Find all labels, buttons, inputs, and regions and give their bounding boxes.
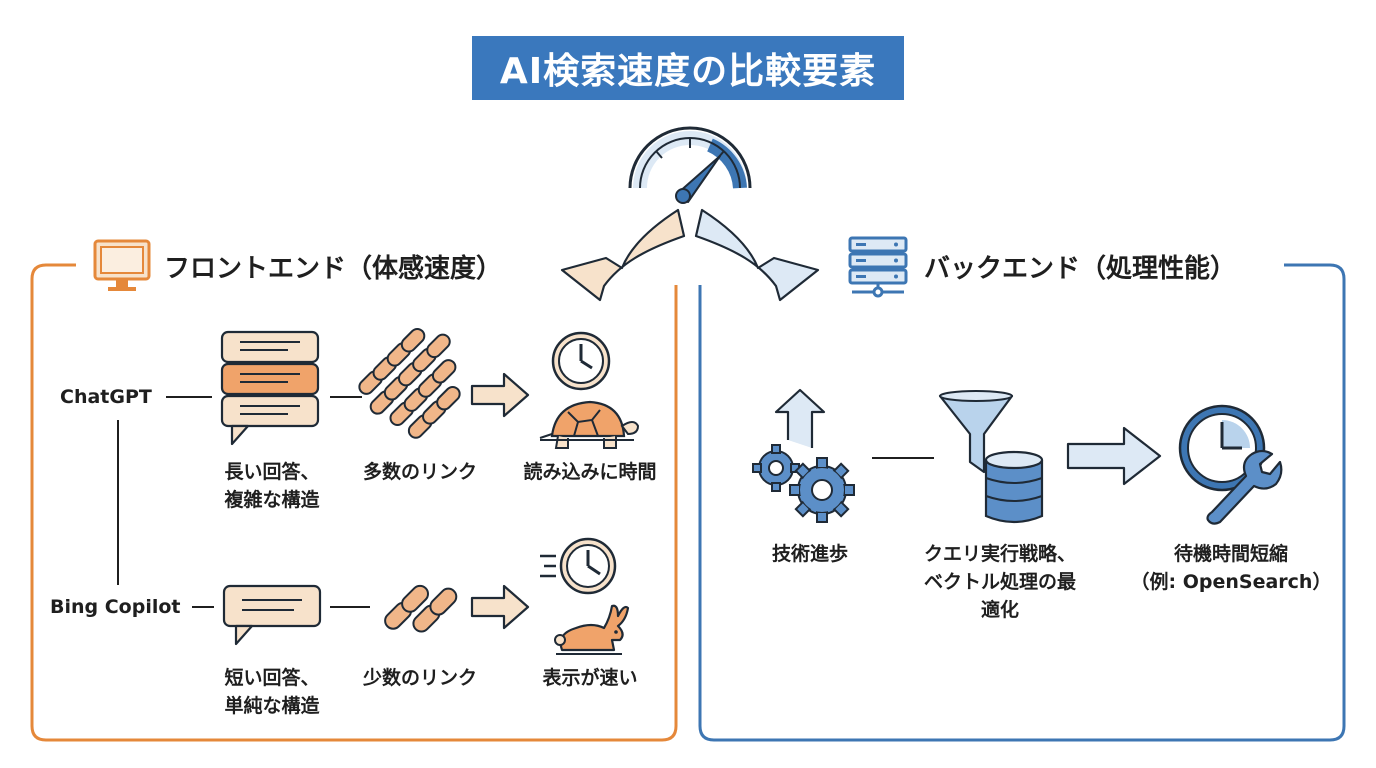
fast-clock-icon bbox=[540, 537, 617, 595]
funnel-database-icon bbox=[938, 390, 1044, 524]
step-line3: 適化 bbox=[980, 599, 1019, 621]
result-description-bing: 表示が速い bbox=[542, 667, 638, 689]
chat-bubbles-large-icon bbox=[220, 330, 320, 446]
clock-icon bbox=[551, 331, 611, 391]
chat-bubble-small-icon bbox=[222, 584, 322, 646]
step-line2: （例: OpenSearch） bbox=[1130, 571, 1332, 593]
many-links-icon bbox=[358, 327, 461, 439]
monitor-icon bbox=[93, 239, 151, 291]
speedometer-icon bbox=[560, 126, 820, 302]
backend-heading: バックエンド（処理性能） bbox=[924, 254, 1237, 284]
answer-line2: 単純な構造 bbox=[224, 695, 320, 717]
few-links-icon bbox=[384, 584, 458, 633]
turtle-icon bbox=[539, 400, 640, 449]
step-line1: クエリ実行戦略、 bbox=[923, 543, 1076, 565]
gears-icon bbox=[752, 388, 855, 523]
links-description-chatgpt: 多数のリンク bbox=[362, 461, 477, 483]
answer-line1: 短い回答、 bbox=[224, 667, 320, 689]
clock-wrench-icon bbox=[1178, 404, 1283, 525]
answer-description-bing: 短い回答、 単純な構造 bbox=[212, 664, 332, 720]
page-title: AI検索速度の比較要素 bbox=[472, 36, 904, 100]
server-icon bbox=[848, 236, 908, 298]
step-line1: 待機時間短縮 bbox=[1173, 543, 1288, 565]
service-bing-copilot: Bing Copilot bbox=[50, 596, 181, 618]
backend-step-query: クエリ実行戦略、 ベクトル処理の最 適化 bbox=[900, 540, 1100, 624]
frontend-heading: フロントエンド（体感速度） bbox=[164, 254, 503, 284]
arrow-right-icon-2 bbox=[470, 584, 530, 630]
answer-description-chatgpt: 長い回答、 複雑な構造 bbox=[212, 458, 332, 514]
backend-step-tech: 技術進歩 bbox=[771, 543, 848, 565]
backend-step-latency: 待機時間短縮 （例: OpenSearch） bbox=[1128, 540, 1334, 596]
result-description-chatgpt: 読み込みに時間 bbox=[523, 461, 657, 483]
links-description-bing: 少数のリンク bbox=[362, 667, 477, 689]
step-line2: ベクトル処理の最 bbox=[923, 571, 1076, 593]
service-chatgpt: ChatGPT bbox=[60, 386, 152, 408]
answer-line1: 長い回答、 bbox=[224, 461, 320, 483]
arrow-right-blue-icon bbox=[1066, 426, 1162, 486]
arrow-right-icon bbox=[470, 372, 530, 418]
answer-line2: 複雑な構造 bbox=[224, 489, 320, 511]
rabbit-icon bbox=[554, 604, 630, 655]
